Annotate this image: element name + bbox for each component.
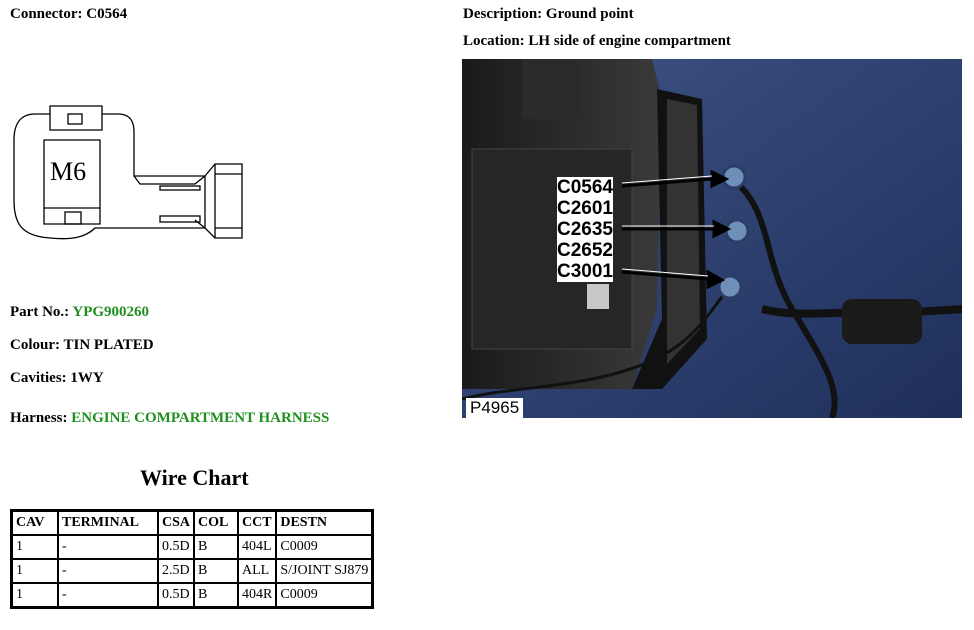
connector-line: Connector: C0564: [10, 6, 127, 23]
header-col: COL: [193, 509, 240, 536]
harness-label: Harness:: [10, 410, 68, 426]
callout-c3001: C3001: [557, 261, 613, 282]
table-header-row: CAV TERMINAL CSA COL CCT DESTN: [10, 509, 374, 536]
location-value: LH side of engine compartment: [528, 33, 731, 49]
cell: 1: [10, 534, 59, 560]
header-cct: CCT: [237, 509, 278, 536]
cavities-label: Cavities:: [10, 370, 67, 386]
description-line: Description: Ground point: [463, 6, 634, 23]
header-terminal: TERMINAL: [57, 509, 159, 536]
cavities-line: Cavities: 1WY: [10, 370, 104, 387]
part-no-label: Part No.:: [10, 304, 70, 320]
cell: 2.5D: [156, 558, 196, 584]
part-no-line: Part No.: YPG900260: [10, 304, 149, 321]
callout-c2635: C2635: [557, 219, 613, 240]
header-cav: CAV: [10, 509, 59, 536]
cell: 1: [10, 558, 59, 584]
cell: C0009: [275, 582, 374, 609]
harness-line: Harness: ENGINE COMPARTMENT HARNESS: [10, 410, 329, 427]
photo-callouts: C0564 C2601 C2635 C2652 C3001: [557, 177, 613, 282]
cell: B: [193, 534, 240, 560]
cell: S/JOINT SJ879: [275, 558, 374, 584]
connector-value: C0564: [86, 6, 128, 22]
cell: -: [57, 582, 159, 609]
photo-tag: P4965: [466, 398, 524, 418]
wire-chart-table: CAV TERMINAL CSA COL CCT DESTN 1 - 0.5D …: [10, 509, 375, 609]
connector-label: Connector:: [10, 6, 83, 22]
header-destn: DESTN: [275, 509, 374, 536]
table-row: 1 - 2.5D B ALL S/JOINT SJ879: [10, 558, 374, 584]
callout-c2652: C2652: [557, 240, 613, 261]
cell: 404R: [237, 582, 278, 609]
location-line: Location: LH side of engine compartment: [463, 33, 731, 50]
cell: 0.5D: [156, 582, 196, 609]
table-row: 1 - 0.5D B 404R C0009: [10, 582, 374, 609]
colour-label: Colour:: [10, 337, 60, 353]
cell: B: [193, 558, 240, 584]
header-csa: CSA: [156, 509, 196, 536]
cell: 1: [10, 582, 59, 609]
colour-line: Colour: TIN PLATED: [10, 337, 154, 354]
callout-c2601: C2601: [557, 198, 613, 219]
photo-illustration: [462, 59, 962, 418]
cell: -: [57, 558, 159, 584]
cell: C0009: [275, 534, 374, 560]
location-label: Location:: [463, 33, 525, 49]
cell: ALL: [237, 558, 278, 584]
cavities-value: 1WY: [70, 370, 104, 386]
connector-diagram: M6: [13, 105, 243, 240]
diagram-m6-text: M6: [50, 157, 86, 186]
colour-value: TIN PLATED: [63, 337, 154, 353]
part-no-link[interactable]: YPG900260: [72, 304, 150, 320]
location-photo: C0564 C2601 C2635 C2652 C3001 P4965: [462, 59, 962, 418]
description-label: Description:: [463, 6, 543, 22]
cell: -: [57, 534, 159, 560]
wire-chart-title: Wire Chart: [140, 465, 249, 490]
cell: B: [193, 582, 240, 609]
description-value: Ground point: [545, 6, 634, 22]
cell: 404L: [237, 534, 278, 560]
table-row: 1 - 0.5D B 404L C0009: [10, 534, 374, 560]
callout-c0564: C0564: [557, 177, 613, 198]
cell: 0.5D: [156, 534, 196, 560]
harness-link[interactable]: ENGINE COMPARTMENT HARNESS: [71, 410, 330, 426]
